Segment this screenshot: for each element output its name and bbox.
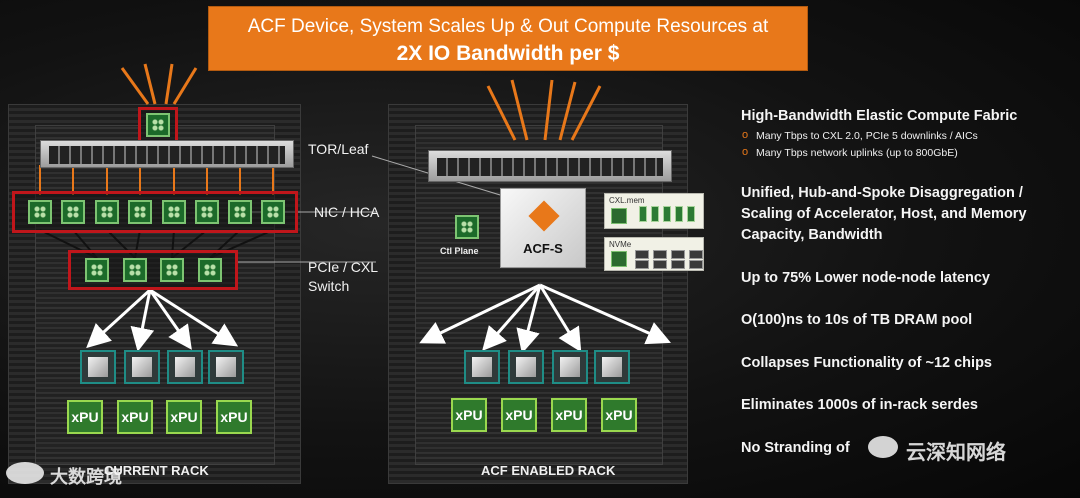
nic-chip xyxy=(28,200,52,224)
bullet-serdes: Eliminates 1000s of in-rack serdes xyxy=(741,397,978,413)
xpu-chip: xPU xyxy=(551,398,587,432)
cxl-controller-chip xyxy=(611,208,627,224)
pcie-switch-chip xyxy=(123,258,147,282)
ssd xyxy=(689,250,703,259)
bullet-fabric-sub-2: Many Tbps network uplinks (up to 800GbE) xyxy=(742,146,958,159)
nvme-label: NVMe xyxy=(609,240,632,249)
wechat-icon xyxy=(868,436,898,458)
nic-chip xyxy=(261,200,285,224)
bullet-stranding: No Stranding of xyxy=(741,440,850,456)
pcie-cxl-label-1: PCIe / CXL xyxy=(308,259,379,275)
xpu-chip: xPU xyxy=(601,398,637,432)
watermark-left: 大数跨境 xyxy=(50,467,122,487)
nic-chip xyxy=(228,200,252,224)
bullet-disaggregation-3: Capacity, Bandwidth xyxy=(741,227,883,243)
pcie-switch-chip xyxy=(160,258,184,282)
left-uplink-lines xyxy=(120,63,198,105)
title-line-1: ACF Device, System Scales Up & Out Compu… xyxy=(247,16,769,37)
gpu-chip xyxy=(464,350,500,384)
acf-tor-switch xyxy=(428,150,672,182)
gpu-chip xyxy=(208,350,244,384)
xpu-chip: xPU xyxy=(216,400,252,434)
tor-chip xyxy=(146,113,170,137)
bullet-disaggregation-1: Unified, Hub-and-Spoke Disaggregation / xyxy=(741,185,1023,201)
ssd xyxy=(635,260,649,269)
bullet-chips: Collapses Functionality of ~12 chips xyxy=(741,355,992,371)
xpu-chip: xPU xyxy=(501,398,537,432)
gpu-chip xyxy=(552,350,588,384)
nic-chip xyxy=(162,200,186,224)
ssd xyxy=(653,260,667,269)
cxl-mem-label: CXL.mem xyxy=(609,196,645,205)
acf-logo-icon xyxy=(528,200,560,232)
acf-s-chip: ACF-S xyxy=(500,188,586,268)
pcie-switch-chip xyxy=(198,258,222,282)
nic-hca-label: NIC / HCA xyxy=(314,204,380,220)
ssd xyxy=(671,260,685,269)
title-banner: ACF Device, System Scales Up & Out Compu… xyxy=(208,6,808,71)
watermark-right: 云深知网络 xyxy=(906,442,1006,464)
tor-leaf-label: TOR/Leaf xyxy=(308,141,369,157)
ssd xyxy=(653,250,667,259)
gpu-chip xyxy=(594,350,630,384)
gpu-chip xyxy=(80,350,116,384)
xpu-chip: xPU xyxy=(451,398,487,432)
ctl-plane-label: Ctl Plane xyxy=(440,246,479,256)
gpu-chip xyxy=(508,350,544,384)
bullet-fabric: High-Bandwidth Elastic Compute Fabric xyxy=(741,108,1018,124)
ctl-plane-chip xyxy=(455,215,479,239)
pcie-switch-chip xyxy=(85,258,109,282)
ssd xyxy=(635,250,649,259)
nic-chip xyxy=(95,200,119,224)
left-nic-drops xyxy=(39,165,274,195)
right-gpu-arrows xyxy=(419,283,671,354)
ssd xyxy=(689,260,703,269)
current-tor-switch xyxy=(40,140,294,168)
bullet-dram-pool: O(100)ns to 10s of TB DRAM pool xyxy=(741,312,973,328)
gpu-chip xyxy=(124,350,160,384)
gpu-chip xyxy=(167,350,203,384)
switch-ports xyxy=(437,158,663,176)
cxl-mem-card: CXL.mem xyxy=(604,193,704,229)
switch-ports xyxy=(49,146,285,164)
dimm xyxy=(663,206,671,222)
xpu-chip: xPU xyxy=(117,400,153,434)
bullet-latency: Up to 75% Lower node-node latency xyxy=(741,270,990,286)
bullet-disaggregation-2: Scaling of Accelerator, Host, and Memory xyxy=(741,206,1027,222)
ssd xyxy=(671,250,685,259)
nvme-controller-chip xyxy=(611,251,627,267)
dimm xyxy=(639,206,647,222)
bullet-fabric-sub-1: Many Tbps to CXL 2.0, PCIe 5 downlinks /… xyxy=(742,129,978,142)
current-rack-label: CURRENT RACK xyxy=(104,463,209,478)
acf-s-label: ACF-S xyxy=(523,241,563,256)
nic-chip xyxy=(195,200,219,224)
right-uplink-lines xyxy=(486,79,602,141)
dimm xyxy=(651,206,659,222)
nvme-card: NVMe xyxy=(604,237,704,271)
xpu-chip: xPU xyxy=(67,400,103,434)
nic-row-frame xyxy=(12,191,298,233)
acf-rack-label: ACF ENABLED RACK xyxy=(481,463,616,478)
title-line-2: 2X IO Bandwidth per $ xyxy=(396,42,620,65)
nic-chip xyxy=(61,200,85,224)
dimm xyxy=(687,206,695,222)
left-gpu-arrows xyxy=(86,288,239,352)
nic-chip xyxy=(128,200,152,224)
dimm xyxy=(675,206,683,222)
pcie-cxl-label-2: Switch xyxy=(308,278,350,294)
xpu-chip: xPU xyxy=(166,400,202,434)
watermark-logo-icon xyxy=(6,462,44,484)
